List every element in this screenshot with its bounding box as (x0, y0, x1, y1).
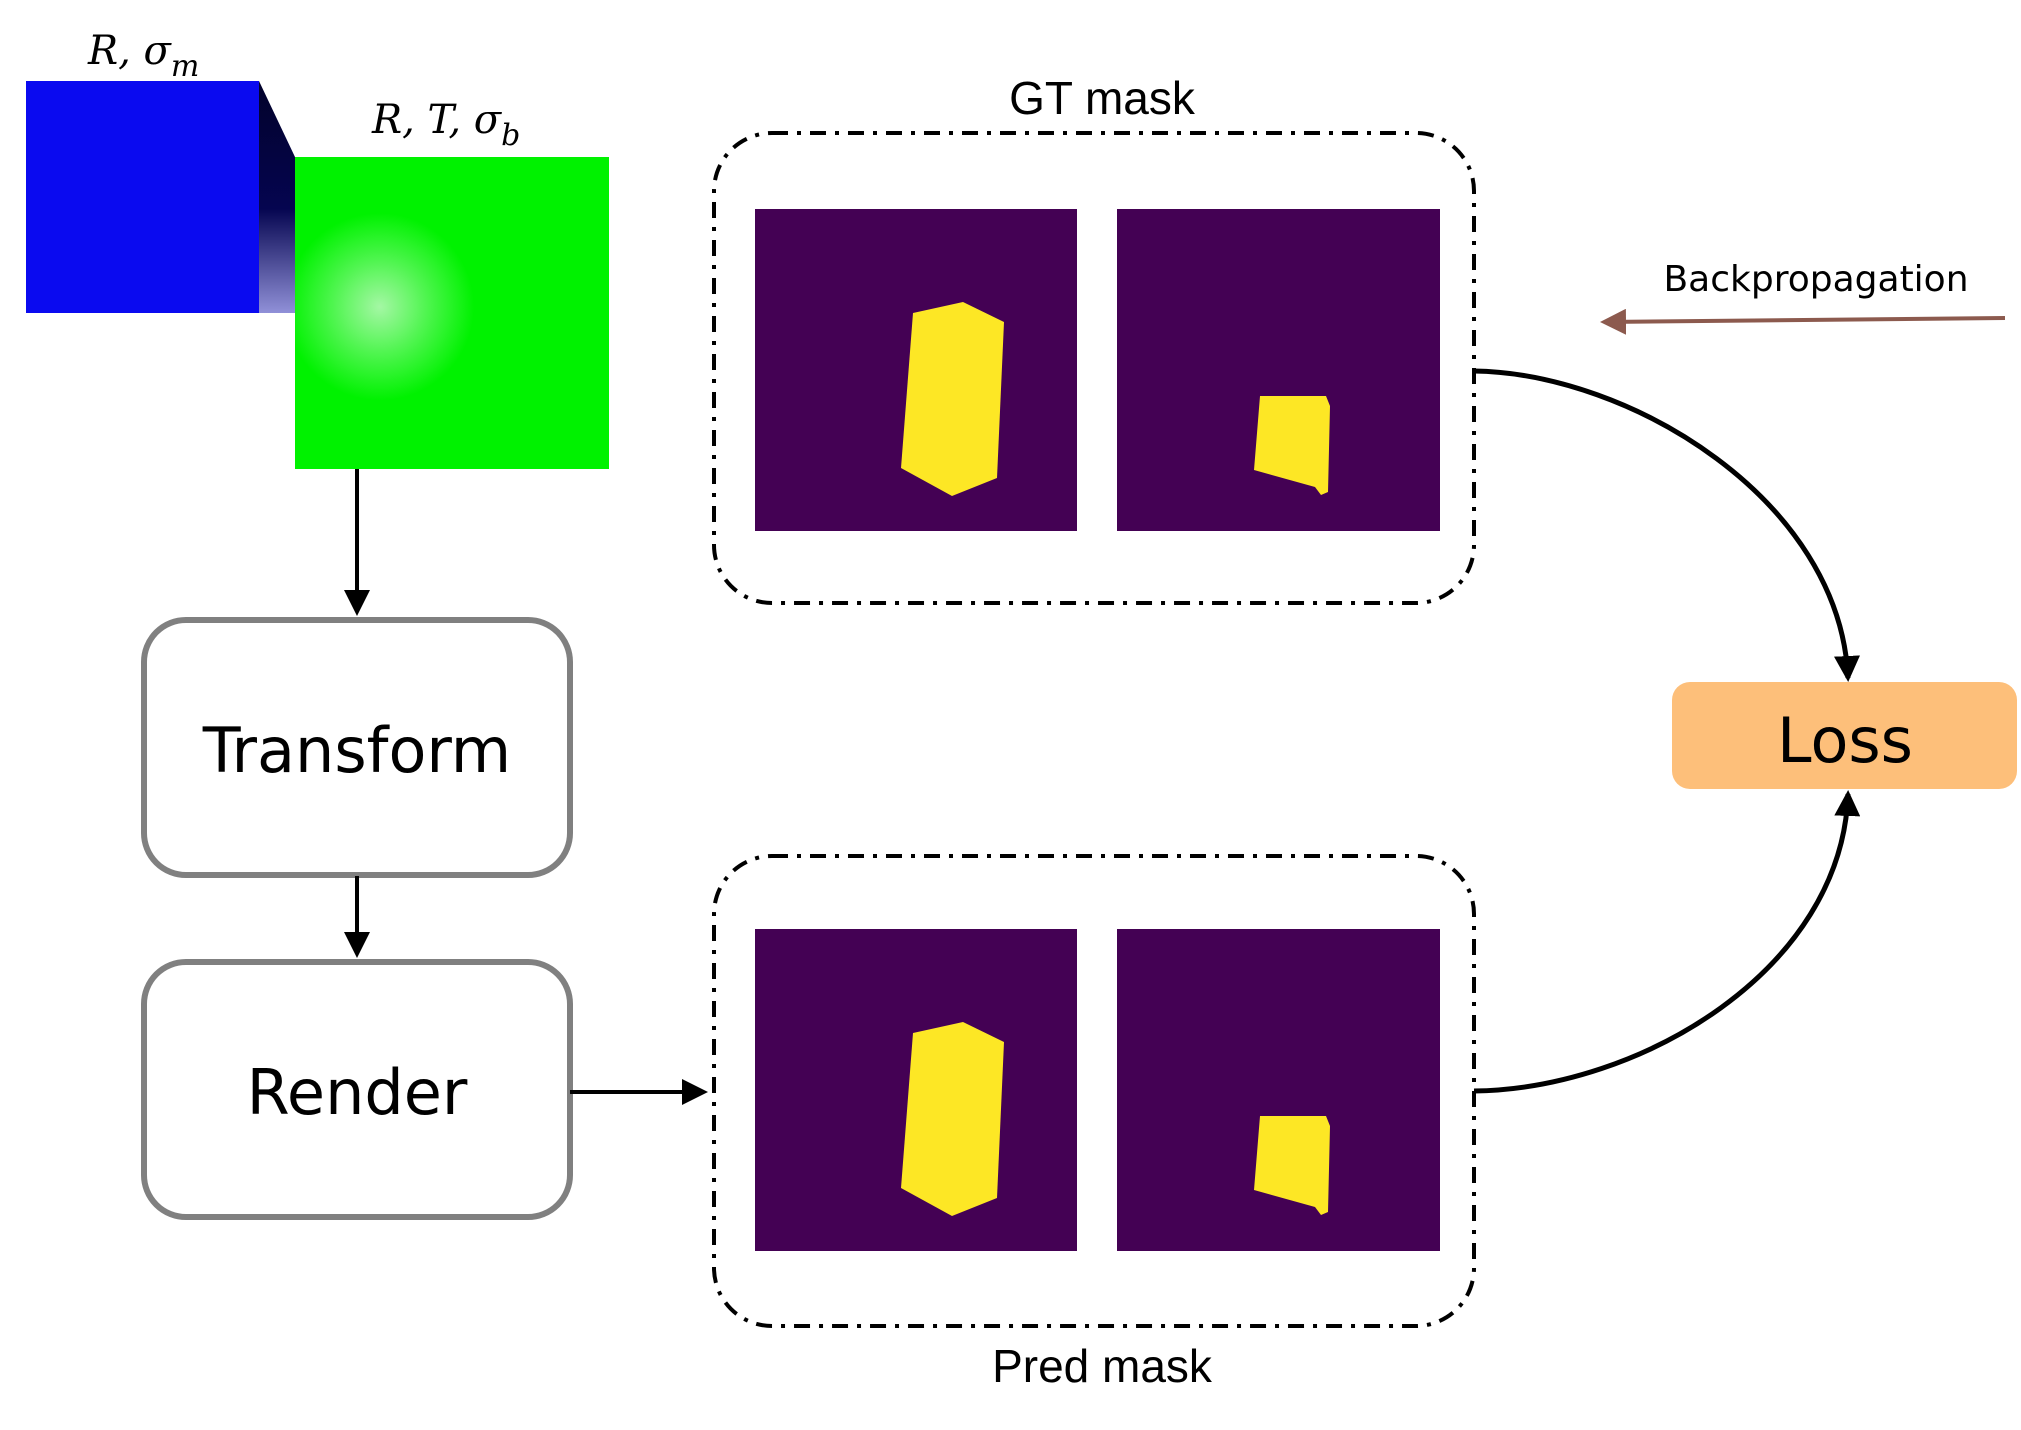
gt-object-2 (1254, 396, 1330, 495)
arrow-pred-to-loss (1473, 790, 1861, 1094)
transform-box: Transform (141, 617, 573, 878)
arrow-gt-to-loss (1473, 368, 1860, 682)
box-block-label: R, T, σb (371, 97, 520, 153)
pred-object-1 (901, 1022, 1004, 1216)
mesh-block (26, 81, 259, 313)
loss-box: Loss (1672, 682, 2017, 789)
render-label: Render (247, 1056, 468, 1129)
transform-label: Transform (202, 714, 511, 787)
pred-mask-image-1 (755, 929, 1077, 1251)
render-box: Render (141, 959, 573, 1220)
gt-object-1 (901, 302, 1004, 496)
backprop-arrow (1600, 308, 2006, 335)
backprop-label: Backpropagation (1663, 259, 1968, 300)
gt-mask-group (712, 131, 1476, 605)
box-block (295, 157, 609, 469)
pred-object-2 (1254, 1116, 1330, 1215)
pred-mask-group (712, 854, 1476, 1328)
gt-mask-label: GT mask (1009, 72, 1196, 124)
mesh-block-side (259, 81, 295, 313)
loss-label: Loss (1777, 704, 1913, 777)
pred-mask-image-2 (1117, 929, 1440, 1251)
mesh-block-label: R, σm (87, 28, 199, 84)
gt-mask-image-1 (755, 209, 1077, 531)
pred-mask-label: Pred mask (992, 1340, 1213, 1392)
gt-mask-image-2 (1117, 209, 1440, 531)
